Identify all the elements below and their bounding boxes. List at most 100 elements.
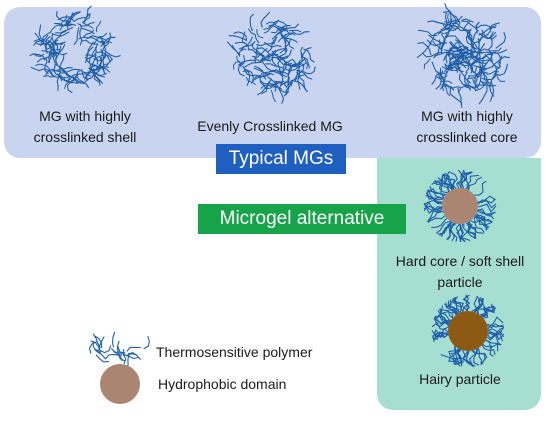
polymer-strand [112, 331, 116, 348]
polymer-strand [479, 80, 489, 90]
label-line: MG with highly [421, 108, 513, 124]
polymer-strand [116, 346, 123, 362]
polymer-strand [260, 53, 277, 63]
polymer-strand [251, 74, 261, 84]
polymer-strand [479, 65, 489, 84]
polymer-strand [87, 71, 106, 78]
polymer-strand [444, 84, 451, 97]
polymer-strand [101, 38, 107, 51]
polymer-brush-chain [432, 331, 449, 340]
label-core-crosslinked: MG with highly crosslinked core [392, 106, 542, 148]
polymer-strand [73, 77, 90, 84]
polymer-brush-chain [440, 305, 454, 319]
polymer-brush-chain [431, 217, 448, 229]
polymer-strand [286, 79, 296, 88]
polymer-strand [56, 10, 69, 22]
polymer-strand [84, 56, 99, 70]
polymer-strand [417, 29, 438, 37]
polymer-strand [93, 335, 103, 349]
polymer-strand [254, 45, 259, 64]
label-evenly-crosslinked: Evenly Crosslinked MG [190, 116, 350, 137]
polymer-strand [256, 41, 275, 47]
particle-core [448, 311, 488, 351]
polymer-brush-chain [423, 202, 443, 212]
polymer-strand [429, 31, 445, 44]
polymer-strand [431, 72, 446, 85]
microgel-alternative-title: Microgel alternative [198, 204, 406, 234]
polymer-strand [113, 351, 126, 362]
polymer-brush-chain [486, 316, 504, 327]
polymer-strand [58, 21, 70, 27]
polymer-strand [271, 49, 277, 67]
polymer-strand [264, 69, 283, 74]
polymer-brush-chain [427, 190, 446, 197]
polymer-strand [468, 71, 488, 77]
polymer-strand [298, 63, 305, 74]
polymer-strand [443, 10, 460, 23]
polymer-strand [260, 84, 273, 89]
polymer-brush-chain [427, 209, 444, 224]
polymer-strand [240, 55, 245, 67]
polymer-brush-chain [455, 223, 466, 243]
polymer-strand [469, 68, 487, 80]
polymer-strand [441, 60, 458, 70]
polymer-strand [285, 61, 293, 77]
polymer-strand [233, 61, 241, 70]
polymer-strand [88, 341, 98, 354]
legend-polymer-label: Thermosensitive polymer [156, 344, 313, 360]
polymer-strand [292, 62, 305, 67]
polymer-brush-chain [468, 176, 483, 191]
polymer-strand [265, 63, 284, 69]
polymer-strand [271, 47, 287, 58]
polymer-brush-chain [458, 223, 465, 243]
polymer-strand [498, 55, 503, 68]
polymer-strand [65, 12, 73, 24]
polymer-brush-chain [473, 217, 488, 230]
polymer-brush-chain [481, 344, 496, 355]
polymer-brush-chain [426, 187, 444, 199]
polymer-strand [265, 21, 277, 27]
polymer-strand [457, 87, 463, 108]
polymer-strand [444, 20, 457, 23]
polymer-strand [47, 69, 58, 78]
polymer-brush-chain [438, 309, 454, 319]
core-crosslinked-microgel-icon [416, 2, 510, 108]
polymer-strand [294, 74, 306, 81]
polymer-strand [417, 42, 432, 56]
label-line: MG with highly [39, 108, 131, 124]
evenly-crosslinked-microgel-icon [227, 11, 316, 104]
polymer-brush-chain [423, 200, 443, 205]
polymer-strand [60, 14, 68, 26]
polymer-strand [446, 13, 450, 26]
polymer-strand [296, 69, 313, 80]
polymer-strand [75, 69, 84, 83]
polymer-strand [98, 336, 105, 352]
polymer-brush-chain [470, 220, 485, 233]
polymer-strand [105, 353, 120, 360]
polymer-strand [416, 42, 432, 59]
polymer-strand [482, 53, 494, 72]
polymer-strand [481, 53, 494, 68]
polymer-strand [449, 23, 460, 30]
polymer-strand [431, 61, 443, 80]
polymer-brush-chain [448, 171, 458, 189]
polymer-strand [238, 40, 256, 50]
polymer-strand [81, 21, 94, 29]
label-core-shell-particle: Hard core / soft shell particle [380, 251, 540, 293]
polymer-strand [73, 13, 90, 22]
polymer-strand [488, 22, 500, 29]
polymer-strand [458, 66, 472, 84]
polymer-strand [103, 49, 121, 58]
polymer-strand [477, 43, 486, 62]
polymer-brush-chain [477, 199, 497, 209]
polymer-strand [94, 348, 107, 360]
polymer-brush-chain [431, 321, 449, 331]
polymer-strand [33, 38, 47, 50]
polymer-brush-chain [459, 169, 466, 189]
polymer-brush-chain [465, 294, 470, 312]
polymer-strand [301, 66, 316, 75]
polymer-strand [95, 354, 110, 363]
polymer-brush-chain [476, 210, 495, 220]
polymer-strand [303, 48, 315, 63]
